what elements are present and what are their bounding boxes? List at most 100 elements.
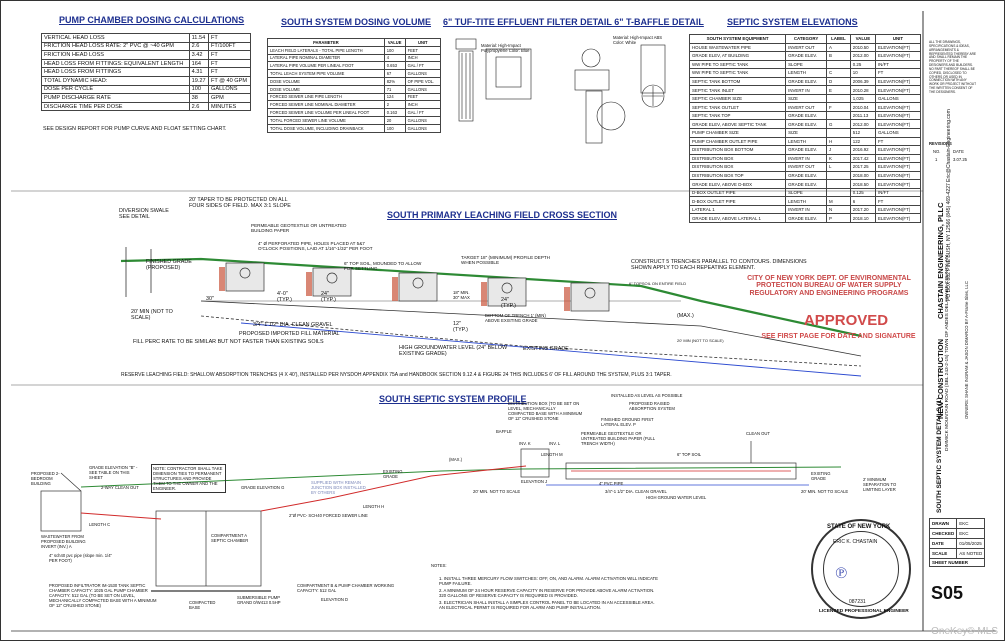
perforated-pipe [412, 277, 424, 289]
dim-12: 12" (TYP.) [453, 321, 468, 334]
pipe4-label: 4" sch40 pvc pipe (slope min. 1/4" PER F… [49, 553, 113, 564]
elevation-header: CATEGORY [785, 34, 828, 44]
dosing-header: VALUE [383, 38, 406, 47]
gravel-profile: 3/4"-1 1/2" DIA. CLEAN GRAVEL [605, 489, 667, 494]
elevation-cell: GRADE ELEV. [785, 179, 828, 189]
pump-cell-label: DOSE PER CYCLE [41, 84, 190, 95]
existing-grade-profile: EXISTING GRADE [383, 469, 403, 480]
dosing-header: UNIT [404, 38, 442, 47]
engineer-seal: STATE OF NEW YORK ERIC K. CHASTAIN LICEN… [811, 519, 911, 619]
elevation-cell: 0.125 [849, 187, 876, 198]
soil-hatch [219, 267, 225, 291]
hgw-label: HIGH GROUND WATER LEVEL [646, 495, 707, 500]
elevation-cell: INVERT OUT [785, 42, 828, 53]
elevation-cell: 6 [849, 196, 876, 206]
rev-no-label: NO. [933, 149, 941, 154]
diversion-swale-label: DIVERSION SWALE SEE DETAIL [119, 208, 169, 221]
elevation-cell: 2018.10 [849, 213, 876, 224]
dosing-cell: LATERAL PIPE VOLUME PER LINEAL FOOT [267, 61, 385, 71]
grade-elev-g-label: GRADE ELEVATION G [241, 485, 285, 490]
profile-drawing [40, 441, 842, 592]
target-depth-label: TARGET 18" (MINIMUM) PROFILE DEPTH WHEN … [461, 255, 551, 266]
elevation-cell: E [826, 85, 851, 95]
elevation-cell [826, 170, 851, 181]
agency-stamp: CITY OF NEW YORK DEPT. OF ENVIRONMENTAL … [747, 275, 911, 297]
construct-label: CONSTRUCT 5 TRENCHES PARALLEL TO CONTOUR… [631, 259, 807, 272]
elevation-cell: M [826, 196, 851, 206]
seal-title: LICENSED PROFESSIONAL ENGINEER [819, 609, 909, 614]
pump-cell-label: TOTAL DYNAMIC HEAD: [41, 75, 190, 86]
dosing-cell: 4 [383, 53, 406, 63]
elevation-header: LABEL [826, 34, 851, 44]
contractor-note: NOTE: CONTRACTOR SHALL TAKE DIMENSION TI… [151, 464, 226, 494]
elevation-cell: FT [874, 196, 922, 206]
elevation-cell: 0.25 [849, 59, 876, 70]
elevation-cell [826, 110, 851, 121]
pump-cell-unit: FT/100FT [208, 41, 251, 52]
elevation-cell: D-BOX OUTLET PIPE [688, 187, 787, 198]
min20-profile-right: 20' MIN. NOT TO SCALE [801, 489, 849, 494]
note-item: 3. ELECTRICIAN SHALL INSTALL A SIMPLEX C… [439, 600, 655, 610]
sheet-number: S05 [931, 583, 964, 603]
elevation-cell: DISTRIBUTION BOX TOP [688, 170, 787, 181]
pump-cell-unit: FT [208, 67, 251, 77]
elevation-cell: ELEVATION(FT) [874, 42, 922, 53]
dosing-cell: LATERAL PIPE NOMINAL DIAMETER [267, 53, 385, 63]
elevation-cell: A [826, 42, 851, 53]
dosing-cell: FORCED SEWER LINE NOMINAL DIAMETER [267, 100, 385, 110]
perforated-pipe [326, 272, 338, 284]
elevation-cell: GALLONS [874, 128, 922, 138]
grade-elev-b-label: GRADE ELEVATION "B" - SEE TABLE ON THIS … [89, 465, 138, 481]
elevation-cell: GRADE ELEV, ABOVE D-BOX [688, 179, 787, 189]
pump-cell-value: 164 [188, 58, 210, 69]
dosing-cell: 0.163 [383, 108, 406, 117]
elevation-cell [826, 93, 851, 104]
elevation-cell: GRADE ELEV. [785, 145, 828, 155]
elevation-cell: FT [874, 68, 922, 78]
dosing-cell: 100 [383, 123, 406, 133]
trench-bottom-label: BOTTOM OF TRENCH 1' (MIN) ABOVE EXISTING… [485, 313, 546, 323]
elevation-cell: P [826, 213, 851, 224]
elevation-cell: 2017.20 [849, 204, 876, 215]
dosing-header: PARAMETER [267, 38, 385, 47]
dim-24: 24" (TYP.) [321, 291, 336, 304]
date-label: DATE [928, 538, 958, 549]
elevation-cell: 2012.00 [849, 51, 876, 61]
elevation-cell: 10 [849, 68, 876, 78]
pvc4-label: 4" PVC PIPE [599, 481, 624, 486]
elevation-cell: FT [874, 136, 922, 147]
pump-compartment-label: COMPARTMENT B & PUMP CHAMBER WORKING CAP… [297, 583, 395, 594]
trench [570, 282, 610, 312]
elevation-j-label: ELEVATION J [521, 479, 548, 484]
elevation-cell: J [826, 145, 851, 155]
dosing-cell: 100 [383, 45, 406, 55]
soil-hatch [306, 272, 312, 296]
dosing-cell: 124 [383, 92, 406, 102]
pump-cell-label: VERTICAL HEAD LOSS [41, 33, 190, 43]
note-item: 1. INSTALL THREE MERCURY FLOW SWITCHES: … [439, 576, 659, 586]
elevation-cell: 2017.42 [849, 153, 876, 164]
seal-state: STATE OF NEW YORK [827, 524, 891, 530]
topsoil-fill-label: 6" TOPSOIL ON ENTIRE FIELD [629, 281, 687, 286]
rev-1-date: 3.07.25 [953, 157, 967, 162]
elevation-cell: 2010.04 [849, 102, 876, 112]
elevation-header: VALUE [849, 34, 876, 44]
title-block: ALL THE DRAWINGS, SPECIFICATIONS & IDEAS… [927, 40, 979, 631]
cross-section-title: SOUTH PRIMARY LEACHING FIELD CROSS SECTI… [387, 210, 618, 220]
elevation-cell: 2012.00 [849, 119, 876, 129]
min20-label-right: 20' MIN (NOT TO SCALE) [677, 338, 724, 343]
